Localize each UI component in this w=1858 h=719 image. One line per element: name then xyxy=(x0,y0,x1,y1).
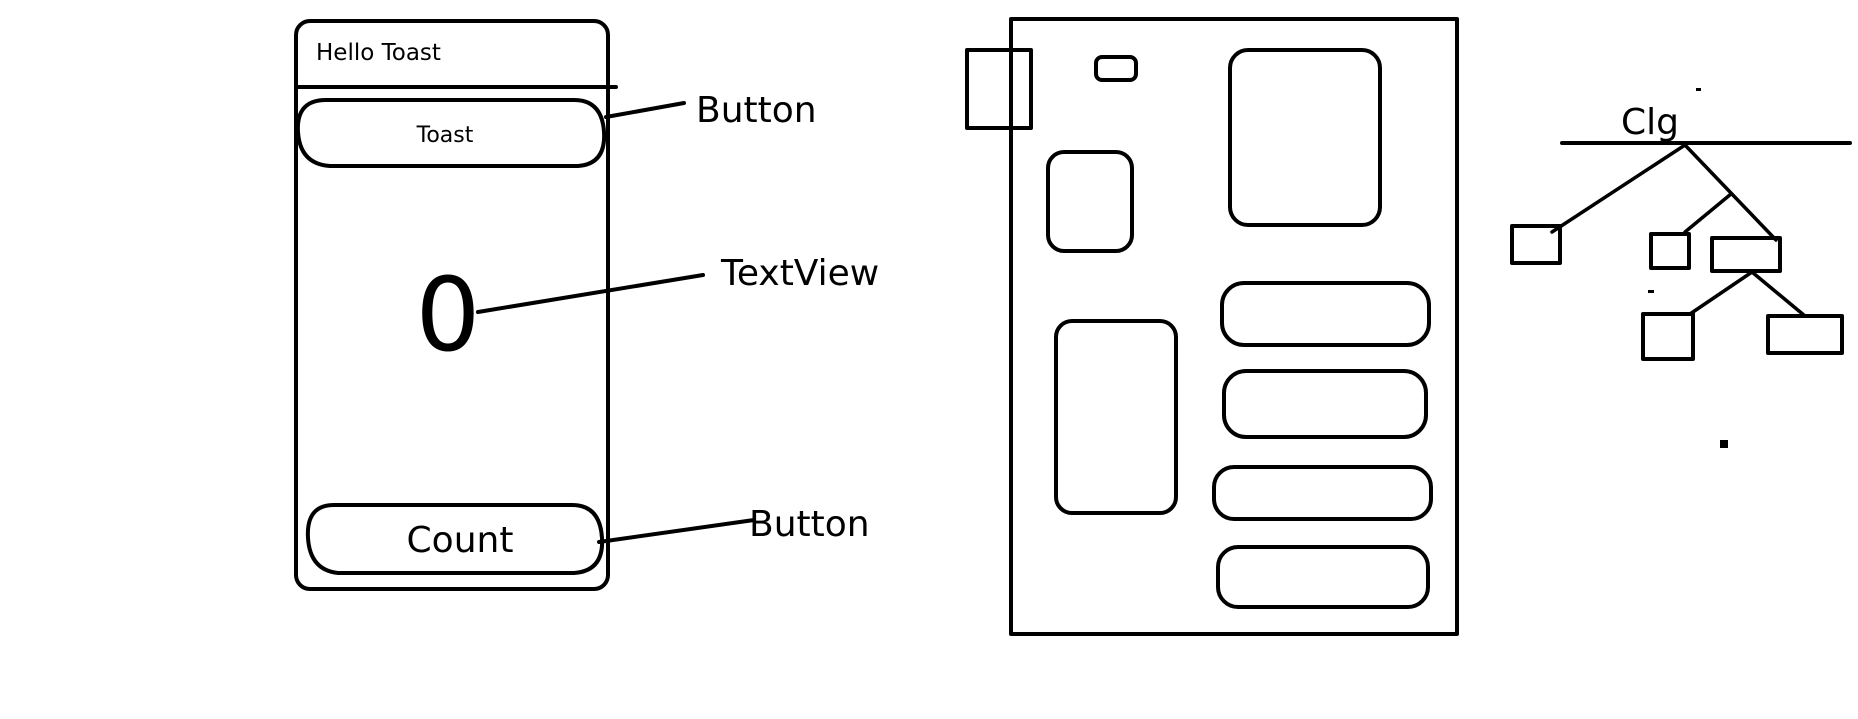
tree-edge-sub-right xyxy=(1750,270,1807,318)
stray-mark-2 xyxy=(1648,290,1654,293)
tree-node-middle xyxy=(1649,232,1691,270)
wireframe-pill-1 xyxy=(1220,281,1431,347)
callout-line-textview xyxy=(476,273,705,314)
toast-button-label: Toast xyxy=(416,123,474,148)
count-button[interactable]: Count xyxy=(305,503,605,575)
wireframe-tall-panel xyxy=(1054,319,1178,515)
tree-node-sub-left xyxy=(1641,312,1695,361)
wireframe-pill-3 xyxy=(1212,465,1433,521)
tree-node-right xyxy=(1710,236,1782,273)
tree-diagram: Clg xyxy=(1510,88,1852,448)
layout-wireframe xyxy=(965,17,1459,636)
callout-line-button-top xyxy=(604,101,686,119)
annotations: Button TextView Button xyxy=(476,90,879,545)
wireframe-side-box xyxy=(965,48,1033,130)
count-button-outline xyxy=(305,503,605,575)
toast-button-outline xyxy=(295,98,607,168)
wireframe-pill-2 xyxy=(1222,369,1428,439)
phone-mockup: Hello Toast Toast 0 Count xyxy=(294,19,618,591)
wireframe-pill-4 xyxy=(1216,545,1430,609)
wireframe-small-chip xyxy=(1094,55,1138,82)
wireframe-thumbnail xyxy=(1046,150,1134,253)
stray-mark-1 xyxy=(1696,88,1701,91)
phone-frame xyxy=(294,19,610,591)
tree-node-left xyxy=(1510,224,1562,265)
wireframe-large-image xyxy=(1228,48,1382,227)
annotation-textview: TextView xyxy=(720,253,879,294)
tree-node-sub-right xyxy=(1766,314,1844,355)
annotation-button-bottom: Button xyxy=(749,504,870,545)
tree-root-label: Clg xyxy=(1621,102,1679,143)
stray-mark-3 xyxy=(1720,440,1728,448)
toast-button[interactable]: Toast xyxy=(295,98,607,168)
annotation-button-top: Button xyxy=(696,90,817,131)
tree-edge-left xyxy=(1550,143,1687,234)
counter-textview: 0 xyxy=(416,256,481,375)
wireframe-frame xyxy=(1009,17,1459,636)
tree-edge-sub-left xyxy=(1688,270,1754,316)
tree-edge-middle xyxy=(1683,192,1733,234)
callout-line-button-bottom xyxy=(597,518,756,544)
app-title: Hello Toast xyxy=(316,40,441,66)
count-button-label: Count xyxy=(407,520,514,561)
